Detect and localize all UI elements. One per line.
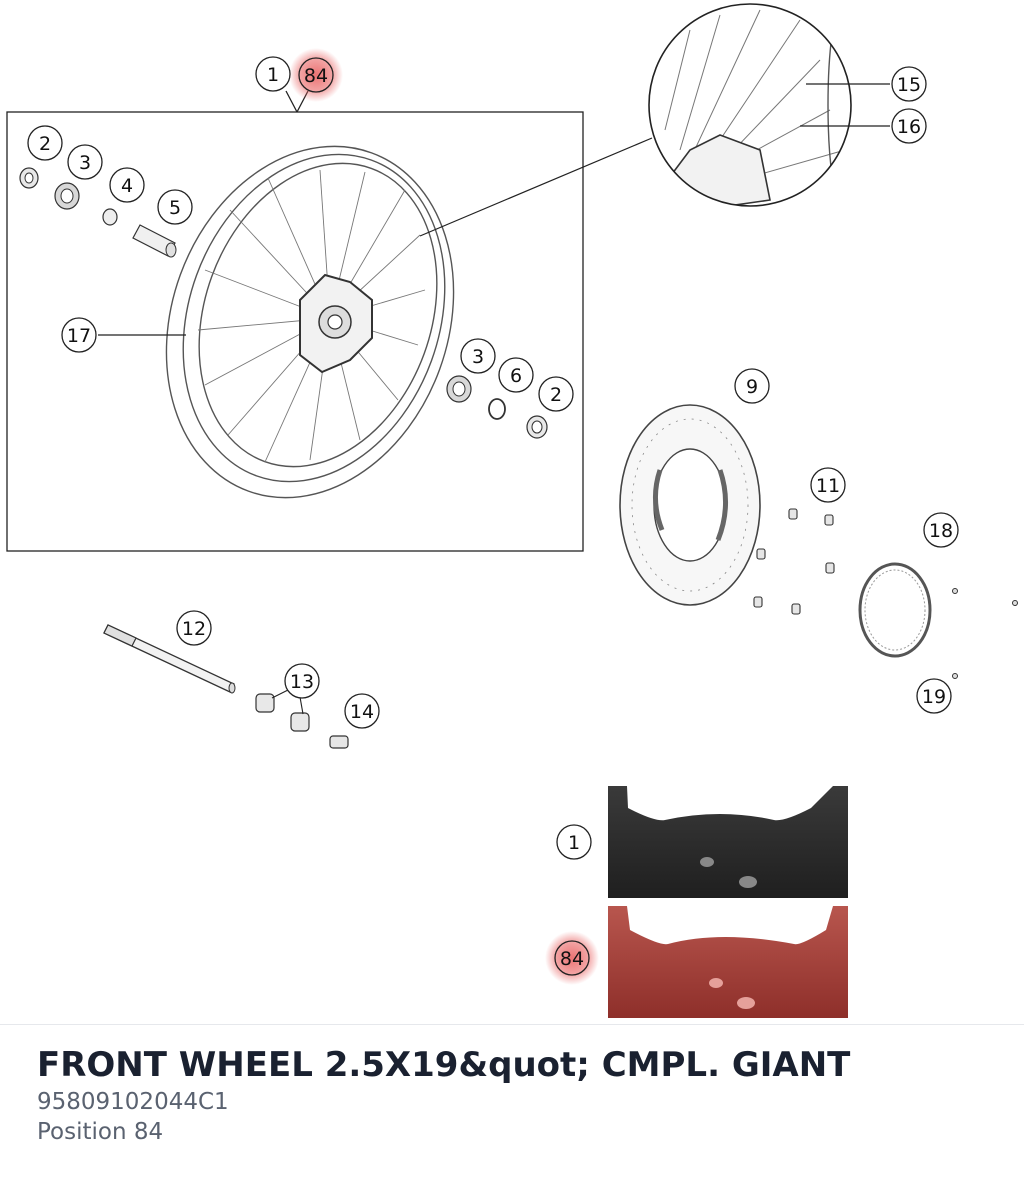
callout-14[interactable]: 14 <box>350 701 374 723</box>
callout-3[interactable]: 3 <box>79 152 91 174</box>
callout-3-right[interactable]: 3 <box>472 346 484 368</box>
bearing-seal-left <box>19 167 39 189</box>
callout-1[interactable]: 1 <box>267 64 279 86</box>
exploded-parts-diagram: 1 84 2 3 4 5 17 3 6 2 15 16 9 11 18 12 1… <box>6 3 1018 1018</box>
callout-17[interactable]: 17 <box>67 325 91 347</box>
callout-6[interactable]: 6 <box>510 365 522 387</box>
callout-9[interactable]: 9 <box>746 376 758 398</box>
wheel-hub <box>299 273 373 374</box>
callout-16[interactable]: 16 <box>897 116 921 138</box>
highlight-glow-84-bottom <box>545 931 599 985</box>
disc-bolts <box>753 508 835 615</box>
circlip <box>488 398 506 420</box>
callout-19[interactable]: 19 <box>922 686 946 708</box>
callout-12[interactable]: 12 <box>182 618 206 640</box>
callout-13[interactable]: 13 <box>290 671 314 693</box>
wheel-assembly-frame <box>6 111 584 552</box>
spacer-ring <box>102 208 118 226</box>
spoke-detail-zoom <box>649 4 851 206</box>
bearing-seal-right <box>526 415 548 439</box>
callout-84-rim-red[interactable]: 84 <box>560 948 584 970</box>
leader-13b <box>299 696 304 715</box>
part-info-panel: FRONT WHEEL 2.5X19&quot; CMPL. GIANT 958… <box>0 1024 1024 1178</box>
highlight-glow-84-top <box>289 48 343 102</box>
callout-5[interactable]: 5 <box>169 197 181 219</box>
axle-bolt <box>329 735 349 749</box>
callout-11[interactable]: 11 <box>816 475 840 497</box>
rim-profile-black <box>608 786 848 898</box>
bearing-right <box>446 375 472 403</box>
wheel-axle <box>103 624 236 694</box>
brake-disc <box>619 404 761 606</box>
callout-2[interactable]: 2 <box>39 133 51 155</box>
callout-4[interactable]: 4 <box>121 175 133 197</box>
rim-profile-red <box>608 906 848 1018</box>
callout-84-highlighted[interactable]: 84 <box>304 65 328 87</box>
wheel-rim <box>165 145 455 499</box>
leader-zoom <box>419 137 653 237</box>
part-number: 95809102044C1 <box>37 1089 229 1115</box>
callout-18[interactable]: 18 <box>929 520 953 542</box>
callout-1-rim-black[interactable]: 1 <box>568 832 580 854</box>
abs-sensor-ring <box>858 562 932 658</box>
small-screws <box>952 588 1018 679</box>
part-title: FRONT WHEEL 2.5X19&quot; CMPL. GIANT <box>37 1045 851 1085</box>
distance-sleeve <box>132 224 177 258</box>
axle-clamps <box>255 693 310 732</box>
bearing-left <box>54 182 80 210</box>
callout-2-right[interactable]: 2 <box>550 384 562 406</box>
part-position: Position 84 <box>37 1119 164 1145</box>
callout-15[interactable]: 15 <box>897 74 921 96</box>
